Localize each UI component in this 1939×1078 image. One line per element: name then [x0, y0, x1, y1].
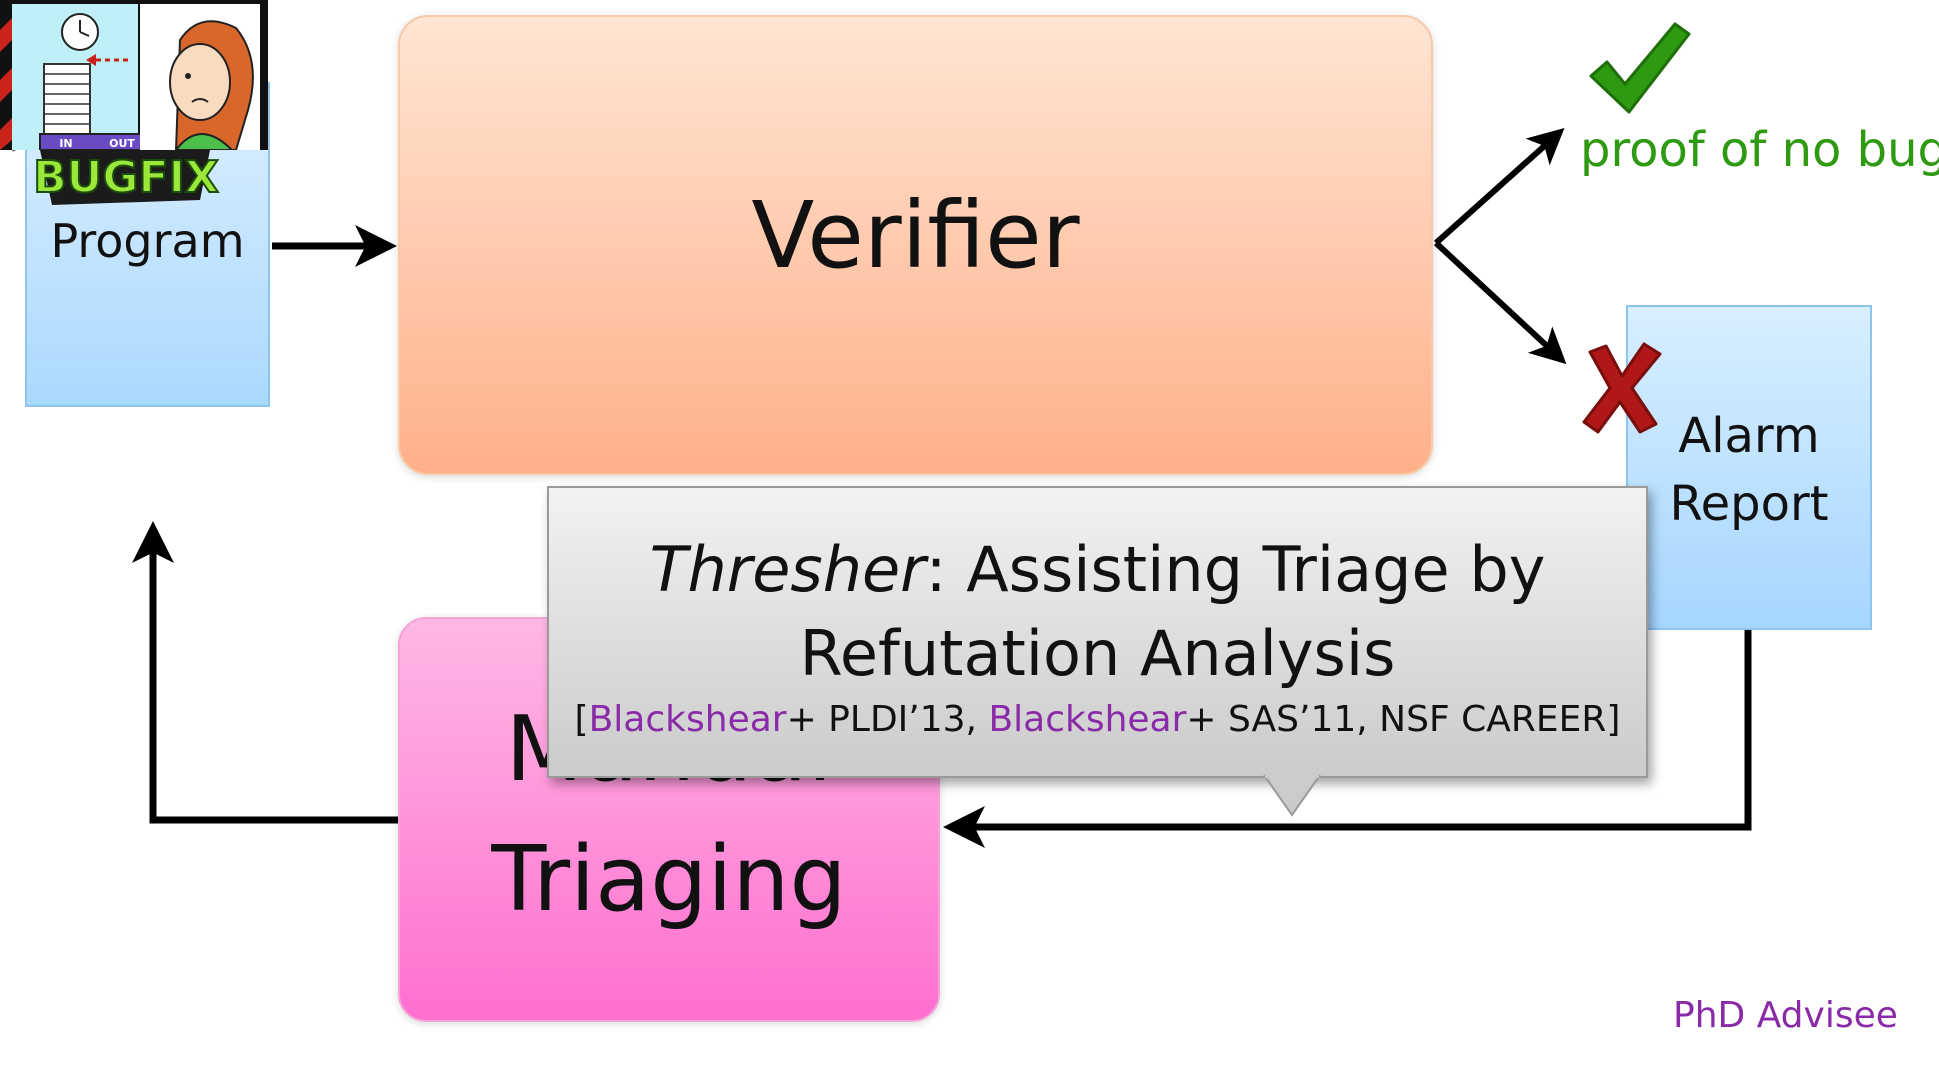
- callout-title-line2: Refutation Analysis: [799, 617, 1396, 690]
- triage-label-line2: Triaging: [491, 827, 847, 932]
- cross-icon: [1582, 342, 1662, 434]
- ref-author-2: Blackshear: [988, 699, 1187, 740]
- proof-label: proof of no bug: [1580, 122, 1939, 178]
- inout-illustration: IN OUT: [0, 0, 268, 150]
- phd-advisee-label: PhD Advisee: [1673, 995, 1898, 1036]
- verifier-label: Verifier: [751, 181, 1080, 289]
- callout-references: [Blackshear+ PLDI’13, Blackshear+ SAS’11…: [549, 698, 1646, 742]
- alarm-label-line1: Alarm: [1678, 408, 1820, 464]
- callout-pointer: [1263, 775, 1321, 817]
- ref-author-1: Blackshear: [588, 699, 787, 740]
- arrow-triage-to-program: [132, 521, 398, 824]
- callout-title: Thresher: Assisting Triage by Refutation…: [549, 528, 1646, 696]
- arrow-verifier-to-alarm: [1433, 240, 1567, 365]
- arrow-alarm-to-triage: [943, 630, 1752, 848]
- callout-tool-name: Thresher: [649, 533, 926, 606]
- alarm-report-box: Alarm Report: [1626, 305, 1872, 630]
- ref-venue-2: + SAS’11, NSF CAREER]: [1186, 699, 1621, 740]
- ref-venue-1: + PLDI’13,: [786, 699, 989, 740]
- verifier-box: Verifier: [398, 15, 1433, 475]
- out-tray-label: OUT: [109, 137, 135, 150]
- ref-open-bracket: [: [574, 699, 589, 740]
- program-label: Program: [50, 214, 245, 268]
- thresher-callout: Thresher: Assisting Triage by Refutation…: [547, 486, 1648, 778]
- callout-title-rest: : Assisting Triage by: [925, 533, 1546, 606]
- check-icon: [1589, 22, 1691, 114]
- bugfix-logo-text: BUGFIX: [33, 152, 219, 203]
- alarm-label-line2: Report: [1669, 476, 1829, 532]
- in-tray-label: IN: [59, 137, 72, 150]
- arrow-verifier-to-proof: [1433, 127, 1565, 246]
